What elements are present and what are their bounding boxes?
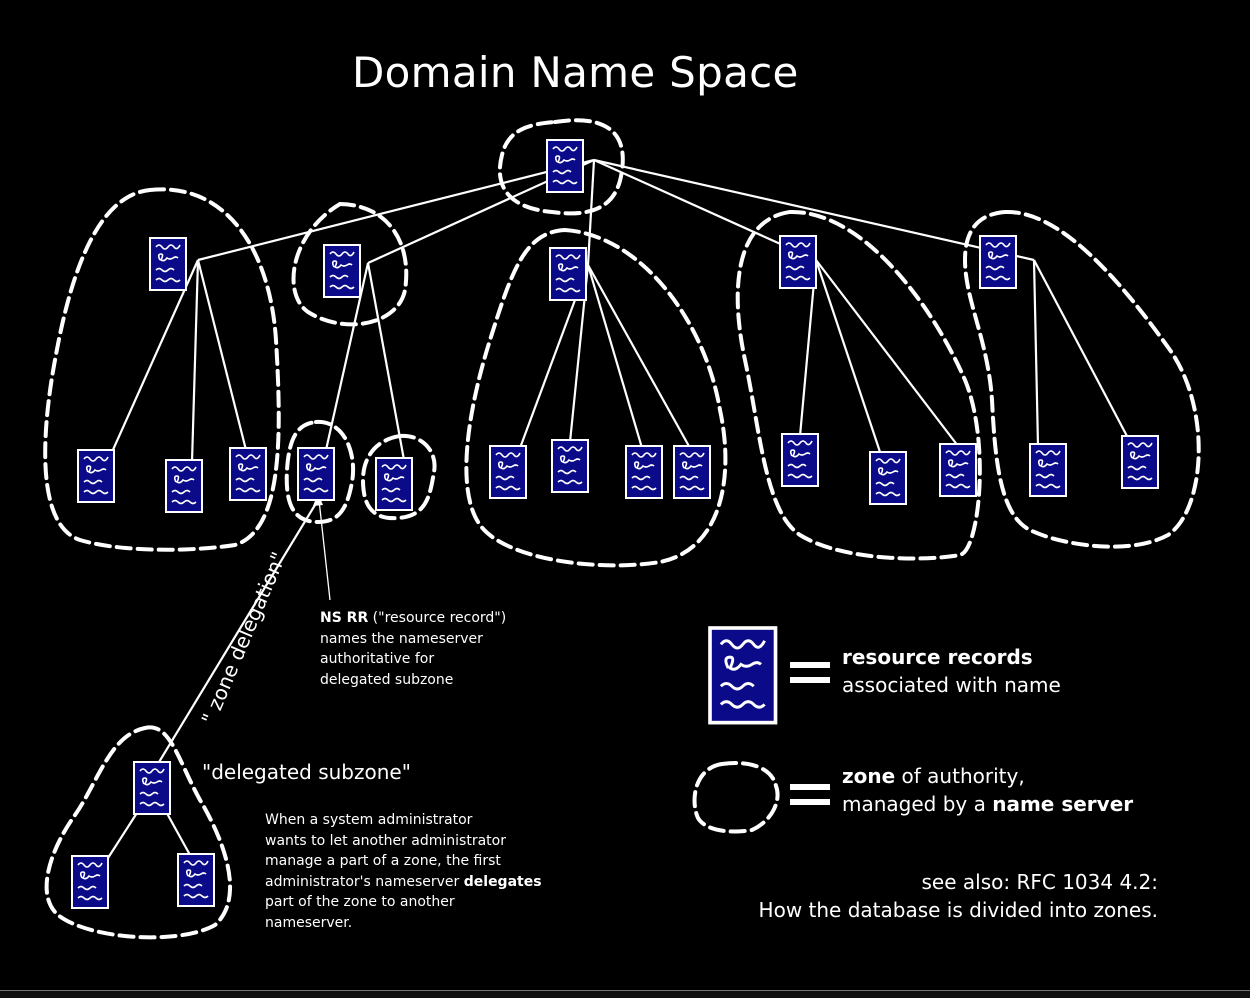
resource-record-icon — [779, 235, 817, 289]
zone-delegation-label: " zone delegation" — [197, 548, 291, 728]
resource-record-icon — [133, 761, 171, 815]
zone-right-center — [735, 209, 982, 561]
resource-record-icon — [625, 445, 663, 499]
zone-center — [464, 227, 728, 568]
zone-left — [43, 187, 281, 552]
resource-record-icon — [673, 445, 711, 499]
zone-far-right — [962, 209, 1201, 549]
zone-mid-small — [291, 201, 409, 327]
legend-records-text: resource records associated with name — [842, 645, 1061, 697]
delegation-explanation: When a system administrator wants to let… — [265, 812, 542, 931]
resource-record-icon — [77, 449, 115, 503]
legend-zone-sample — [692, 761, 780, 834]
legend-equals — [790, 662, 830, 805]
resource-record-icon — [939, 443, 977, 497]
see-also-note: see also: RFC 1034 4.2: How the database… — [758, 870, 1158, 922]
ns-rr-arrow — [313, 493, 331, 601]
image-border — [0, 990, 1250, 998]
zone-outlines — [43, 118, 1201, 940]
zone-delegated — [44, 725, 232, 940]
legend-record-icon — [708, 626, 778, 725]
resource-record-icon — [165, 459, 203, 513]
resource-record-icon — [323, 244, 361, 298]
resource-record-icon — [229, 447, 267, 501]
resource-record-icon — [1029, 443, 1067, 497]
zone-root — [497, 118, 625, 216]
ns-rr-bold: NS RR — [320, 610, 369, 626]
resource-record-icon — [149, 237, 187, 291]
resource-record-icon — [1121, 435, 1159, 489]
resource-record-icon — [71, 855, 109, 909]
resource-record-icon — [177, 853, 215, 907]
ns-rr-note: NS RR ("resource record") names the name… — [320, 610, 507, 688]
zone-subzone-one — [284, 419, 355, 525]
legend-zone-text: zone of authority, managed by a name ser… — [842, 764, 1134, 816]
resource-record-icon — [297, 447, 335, 501]
resource-record-icon — [781, 433, 819, 487]
resource-record-icon — [549, 247, 587, 301]
tree-edges — [107, 158, 1129, 859]
zone-subzone-two — [360, 433, 437, 521]
page-title: Domain Name Space — [352, 48, 799, 97]
delegated-subzone-label: "delegated subzone" — [202, 760, 411, 784]
resource-record-icon — [546, 139, 584, 193]
resource-record-icon — [979, 235, 1017, 289]
resource-record-icon — [869, 451, 907, 505]
resource-record-icon — [489, 445, 527, 499]
resource-record-icon — [375, 457, 413, 511]
resource-record-icon — [551, 439, 589, 493]
